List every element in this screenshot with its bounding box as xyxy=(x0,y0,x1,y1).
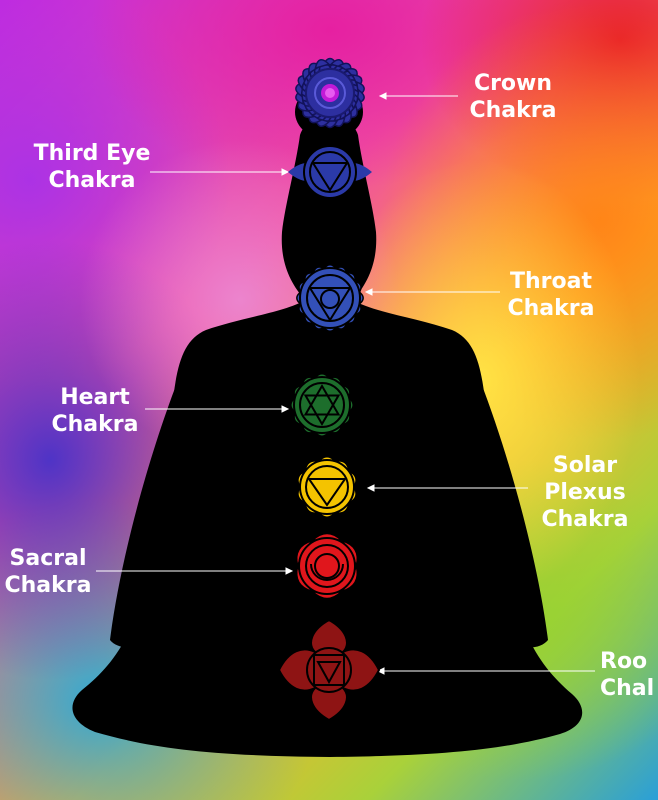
petal xyxy=(314,59,331,70)
third-eye-arrow xyxy=(281,168,290,176)
sacral-arrow xyxy=(285,567,294,575)
root-arrow xyxy=(376,667,385,675)
crown-label-line-1: Crown xyxy=(473,71,553,96)
left-arm xyxy=(110,370,208,648)
third-eye-label-line-2: Chakra xyxy=(48,168,136,193)
solar-plexus-icon xyxy=(297,456,357,518)
solar-plexus-label-line-3: Chakra xyxy=(541,507,629,532)
solar-plexus-arrow xyxy=(366,484,375,492)
root-label-line-1: Roo xyxy=(600,649,648,674)
solar-plexus-label-line-2: Plexus xyxy=(544,480,626,505)
solar-plexus-chakra-label: Solar Plexus Chakra xyxy=(530,452,640,533)
root-chakra-label: Roo Chal xyxy=(600,648,658,702)
third-eye-chakra-label: Third Eye Chakra xyxy=(22,140,162,194)
figure-body xyxy=(72,116,583,757)
sacral-icon xyxy=(296,532,358,600)
leader-lines xyxy=(96,92,595,675)
throat-label-line-1: Throat xyxy=(510,269,592,294)
throat-icon xyxy=(296,264,364,332)
sacral-label-line-2: Chakra xyxy=(4,573,92,598)
solar-plexus-label-line-1: Solar xyxy=(552,453,618,478)
right-arm xyxy=(450,370,548,648)
crown-arrow xyxy=(378,92,387,100)
crown-label-line-2: Chakra xyxy=(469,98,557,123)
third-eye-label-line-1: Third Eye xyxy=(33,141,151,166)
crown-lotus-icon xyxy=(295,57,365,129)
heart-chakra-label: Heart Chakra xyxy=(40,384,150,438)
heart-star-icon xyxy=(290,373,354,437)
heart-label-line-2: Chakra xyxy=(51,412,139,437)
throat-chakra-label: Throat Chakra xyxy=(496,268,606,322)
root-label-line-2: Chal xyxy=(600,676,655,701)
sacral-label-line-1: Sacral xyxy=(9,546,87,571)
throat-arrow xyxy=(364,288,373,296)
sacral-chakra-label: Sacral Chakra xyxy=(0,545,100,599)
throat-label-line-2: Chakra xyxy=(507,296,595,321)
root-icon xyxy=(277,618,381,722)
heart-arrow xyxy=(281,405,290,413)
third-eye-icon xyxy=(288,145,372,199)
heart-label-line-1: Heart xyxy=(60,385,130,410)
crown-chakra-label: Crown Chakra xyxy=(458,70,568,124)
